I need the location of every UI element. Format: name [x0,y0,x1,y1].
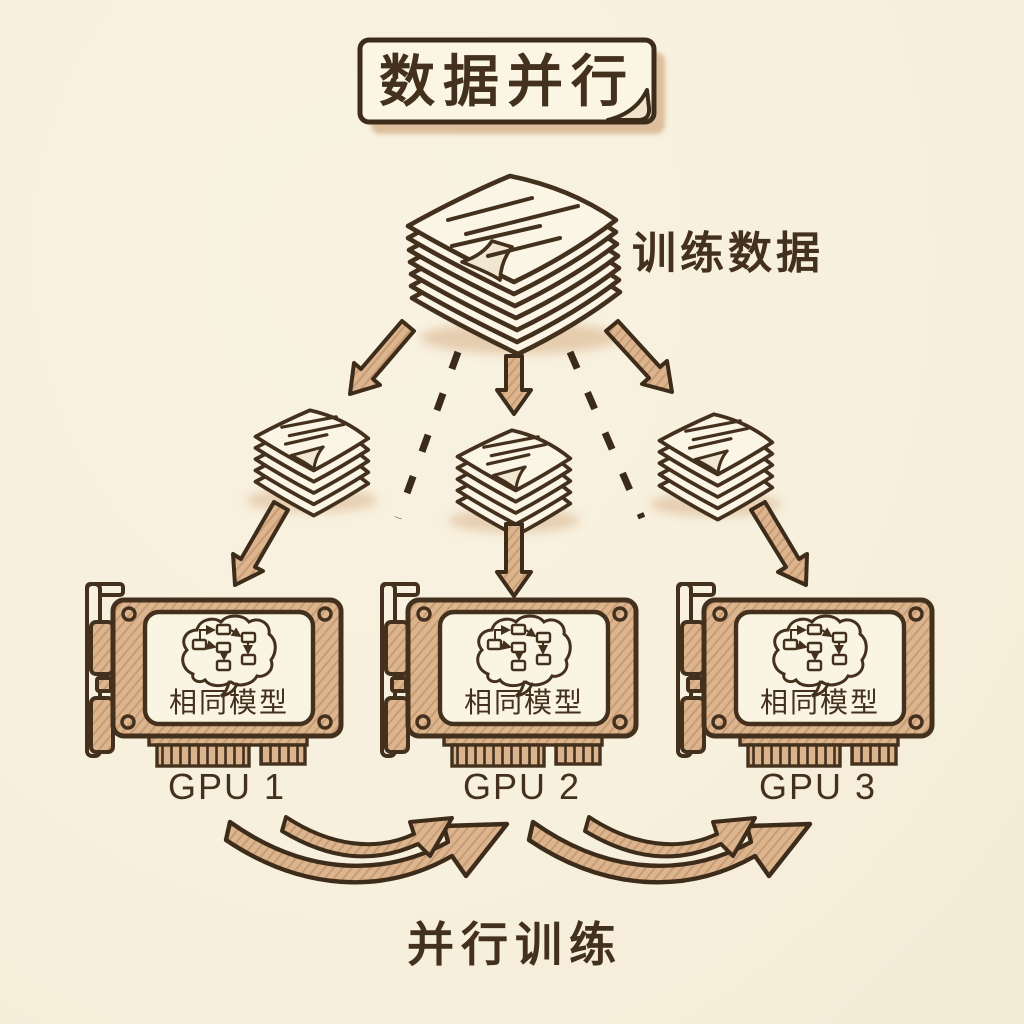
parallel-arrows-left [226,817,507,882]
gpu-name: GPU 2 [463,766,581,807]
page-title: 数据并行 [379,50,635,113]
model-label: 相同模型 [169,687,289,718]
split-arrows [348,319,674,416]
parallel-training-label: 并行训练 [407,918,623,971]
model-label: 相同模型 [464,687,584,718]
arrow-icon [495,522,533,598]
banner-corner-fold [606,88,652,122]
gpu-card-icon [87,584,341,766]
arrow-icon [348,319,416,396]
gpu-name: GPU 3 [759,766,877,807]
document-text-lines [446,196,580,258]
document-stack-icon [405,173,623,357]
arrow-icon [749,500,809,587]
arrow-icon [604,319,674,394]
arrow-icon [495,354,533,416]
banner-frame [357,37,657,125]
data-shard-1 [246,410,378,515]
title-banner: 数据并行 [357,37,665,134]
dashed-split-lines [394,350,646,520]
gpu-card-icon [382,584,636,766]
gpu-3: 相同模型 GPU 3 [678,584,932,807]
gpu-card-icon [678,584,932,766]
training-data-label: 训练数据 [632,229,824,278]
training-data-stack [405,173,623,357]
arrow-icon [231,500,290,587]
dashed-line-right [566,350,646,520]
shard-to-gpu-arrows [231,500,809,598]
gpu-2: 相同模型 GPU 2 [382,584,636,807]
model-label: 相同模型 [760,687,880,718]
gpu-name: GPU 1 [168,766,286,807]
data-shard-2 [448,430,580,535]
gpu-1: 相同模型 GPU 1 [87,584,341,807]
parallel-arrows-right [529,817,810,882]
dashed-line-left [394,350,462,520]
